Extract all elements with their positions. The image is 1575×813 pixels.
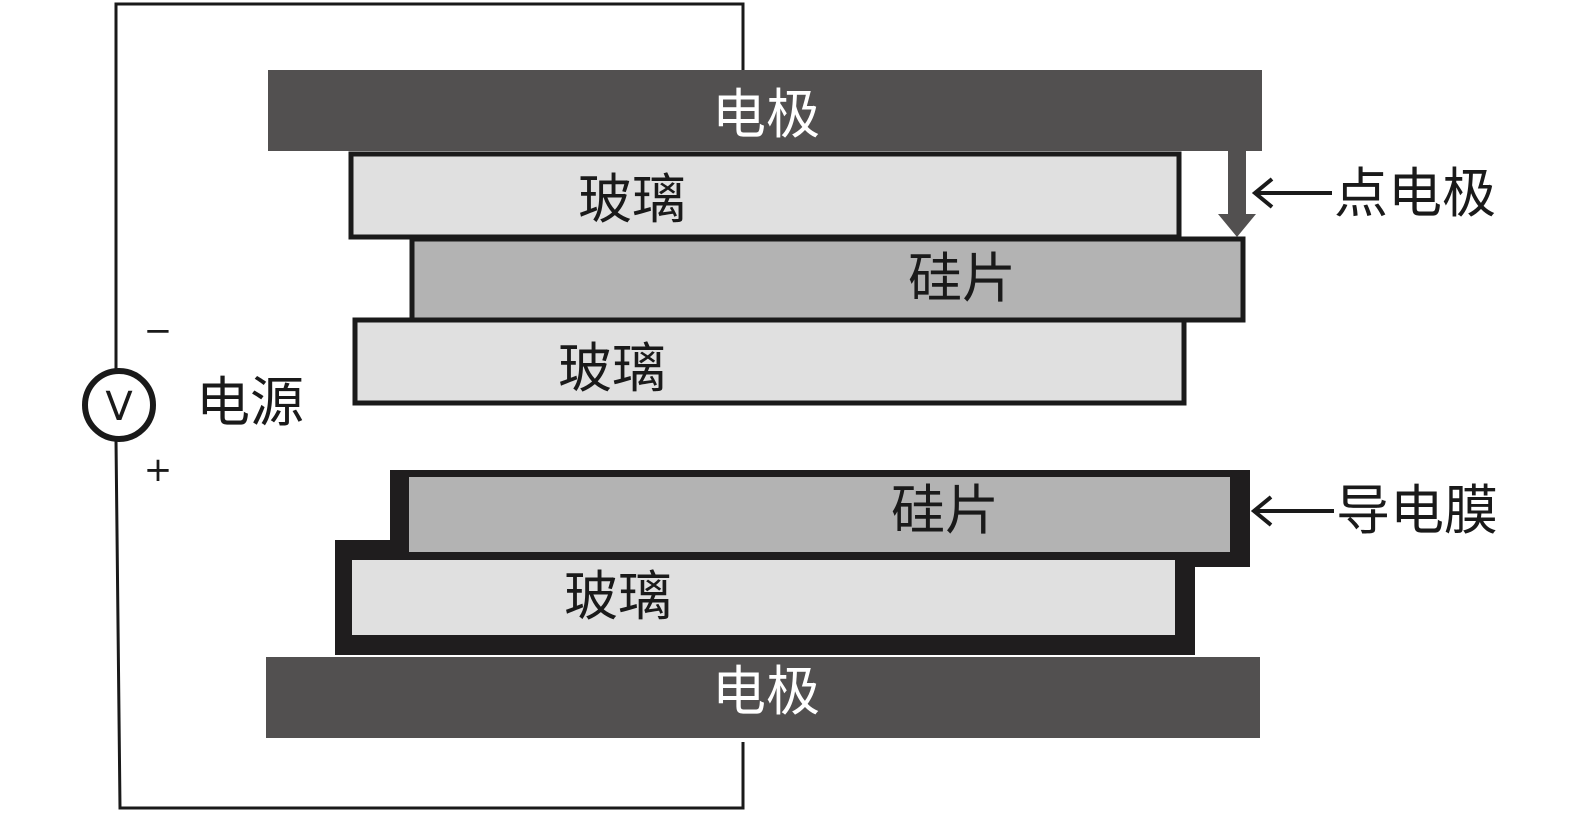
conductive-film-label: 导电膜 (1336, 479, 1498, 542)
top-electrode (268, 70, 1262, 151)
point-electrode (1218, 151, 1256, 237)
lower-glass-label: 玻璃 (564, 565, 672, 628)
voltmeter-symbol: V (105, 384, 133, 430)
lower-silicon-label: 硅片 (891, 479, 999, 542)
wire-top (114, 2, 745, 370)
upper-silicon (409, 236, 1246, 323)
upper-glass-2 (352, 317, 1187, 406)
point-electrode-arrow (1251, 177, 1332, 209)
lower-silicon (409, 477, 1230, 552)
lower-glass (352, 560, 1175, 635)
top-electrode-label: 电极 (712, 83, 820, 146)
conductive-film-arrow (1250, 495, 1334, 527)
upper-glass-1 (348, 151, 1182, 240)
wire-bottom (114, 439, 745, 810)
point-electrode-label: 点电极 (1334, 162, 1496, 225)
voltmeter-circle (82, 368, 156, 442)
plus-sign: + (144, 450, 173, 490)
minus-sign: − (144, 311, 173, 351)
upper-glass-2-label: 玻璃 (558, 337, 666, 400)
upper-glass-1-label: 玻璃 (578, 168, 686, 231)
circuit-wire (114, 2, 745, 810)
voltmeter: V (82, 368, 156, 442)
bottom-electrode-label: 电极 (712, 660, 820, 723)
bottom-electrode (266, 657, 1260, 738)
power-supply-label: 电源 (196, 371, 304, 434)
upper-silicon-label: 硅片 (908, 247, 1016, 310)
